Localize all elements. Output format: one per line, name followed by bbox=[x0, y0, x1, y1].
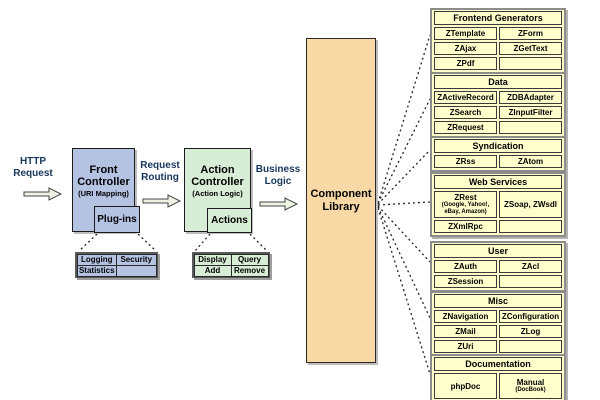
connector-frontend-generators bbox=[377, 34, 431, 204]
component-cell: ZDBAdapter bbox=[499, 91, 562, 104]
component-cell bbox=[499, 340, 562, 353]
component-cell: ZTemplate bbox=[434, 27, 497, 40]
component-cell: ZConfiguration bbox=[499, 310, 562, 323]
component-cell: ZAjax bbox=[434, 42, 497, 55]
actions-table-cell: Add bbox=[193, 264, 232, 277]
actions-box: Actions bbox=[207, 208, 252, 233]
plugins-label: Plug-ins bbox=[97, 214, 137, 225]
component-cell: ZSession bbox=[434, 275, 497, 288]
connector-actions-left bbox=[194, 233, 211, 252]
group-title: User bbox=[434, 244, 562, 258]
component-cell: ZForm bbox=[499, 27, 562, 40]
component-cell: ZInputFilter bbox=[499, 106, 562, 119]
group-title: Misc bbox=[434, 294, 562, 308]
group-title: Syndication bbox=[434, 139, 562, 153]
group-web-services: Web Services ZRest (Google, Yahoo!, eBay… bbox=[430, 172, 566, 238]
group-frontend-generators: Frontend Generators ZTemplate ZForm ZAja… bbox=[430, 8, 566, 74]
component-cell bbox=[499, 275, 562, 288]
connector-web-services bbox=[377, 201, 431, 206]
component-cell-label: ZRest bbox=[454, 193, 477, 202]
actions-table-cell: Query bbox=[230, 253, 269, 266]
actions-label: Actions bbox=[211, 215, 248, 226]
component-cell: phpDoc bbox=[434, 373, 497, 399]
component-cell: ZSearch bbox=[434, 106, 497, 119]
plugins-table: Logging Security Statistics bbox=[75, 252, 158, 278]
action-controller-subtitle: (Action Logic) bbox=[192, 189, 243, 199]
component-cell: ZRss bbox=[434, 155, 497, 168]
group-syndication: Syndication ZRss ZAtom bbox=[430, 136, 566, 172]
group-documentation: Documentation phpDoc Manual (DocBook) bbox=[430, 354, 566, 400]
request-routing-label: Request Routing bbox=[140, 160, 180, 183]
group-data: Data ZActiveRecord ZDBAdapter ZSearch ZI… bbox=[430, 72, 566, 138]
connector-syndication bbox=[377, 149, 431, 205]
component-cell bbox=[499, 220, 562, 234]
component-cell: ZLog bbox=[499, 325, 562, 338]
component-cell: ZGetText bbox=[499, 42, 562, 55]
component-cell: ZSoap, ZWsdl bbox=[499, 191, 562, 219]
component-cell: ZAcl bbox=[499, 260, 562, 273]
connector-actions-right bbox=[249, 233, 268, 252]
component-cell-note: (DocBook) bbox=[515, 386, 546, 393]
component-cell-label: Manual bbox=[516, 377, 545, 387]
component-cell: ZMail bbox=[434, 325, 497, 338]
front-controller-title: Front Controller bbox=[77, 164, 130, 189]
component-cell bbox=[499, 57, 562, 70]
actions-table: Display Query Add Remove bbox=[192, 252, 270, 278]
group-title: Frontend Generators bbox=[434, 11, 562, 25]
component-cell: Manual (DocBook) bbox=[499, 373, 562, 399]
component-cell-note: (Google, Yahoo!, eBay, Amazon) bbox=[441, 202, 490, 216]
component-cell bbox=[499, 121, 562, 134]
component-cell: ZRequest bbox=[434, 121, 497, 134]
actions-table-cell: Remove bbox=[230, 264, 269, 277]
component-cell: ZActiveRecord bbox=[434, 91, 497, 104]
connector-user bbox=[377, 205, 431, 263]
group-title: Documentation bbox=[434, 357, 562, 371]
component-cell: ZAtom bbox=[499, 155, 562, 168]
http-request-arrow-icon bbox=[23, 187, 63, 201]
group-misc: Misc ZNavigation ZConfiguration ZMail ZL… bbox=[430, 291, 566, 357]
connector-plugins-left bbox=[78, 233, 98, 252]
front-controller-subtitle: (URI Mapping) bbox=[78, 189, 129, 199]
group-title: Web Services bbox=[434, 175, 562, 189]
connector-documentation bbox=[377, 207, 431, 375]
component-cell: ZRest (Google, Yahoo!, eBay, Amazon) bbox=[434, 191, 497, 219]
plugins-table-cell: Statistics bbox=[76, 264, 117, 277]
group-user: User ZAuth ZAcl ZSession bbox=[430, 241, 566, 292]
component-cell: ZPdf bbox=[434, 57, 497, 70]
request-routing-arrow-icon bbox=[142, 194, 182, 208]
plugins-table-cell bbox=[116, 264, 157, 277]
component-library-label: Component Library bbox=[310, 187, 372, 213]
component-library-box: Component Library bbox=[306, 38, 376, 363]
component-cell: ZXmlRpc bbox=[434, 220, 497, 234]
component-cell: ZNavigation bbox=[434, 310, 497, 323]
plugins-box: Plug-ins bbox=[94, 206, 140, 233]
plugins-table-cell: Security bbox=[116, 253, 157, 266]
connector-plugins-right bbox=[137, 233, 157, 252]
connector-data bbox=[377, 98, 431, 204]
business-logic-arrow-icon bbox=[259, 197, 299, 211]
group-title: Data bbox=[434, 75, 562, 89]
http-request-label: HTTP Request bbox=[13, 156, 53, 179]
connector-misc bbox=[377, 206, 431, 319]
business-logic-label: Business Logic bbox=[255, 164, 301, 187]
action-controller-title: Action Controller bbox=[191, 164, 244, 189]
component-cell: ZAuth bbox=[434, 260, 497, 273]
component-cell: ZUri bbox=[434, 340, 497, 353]
